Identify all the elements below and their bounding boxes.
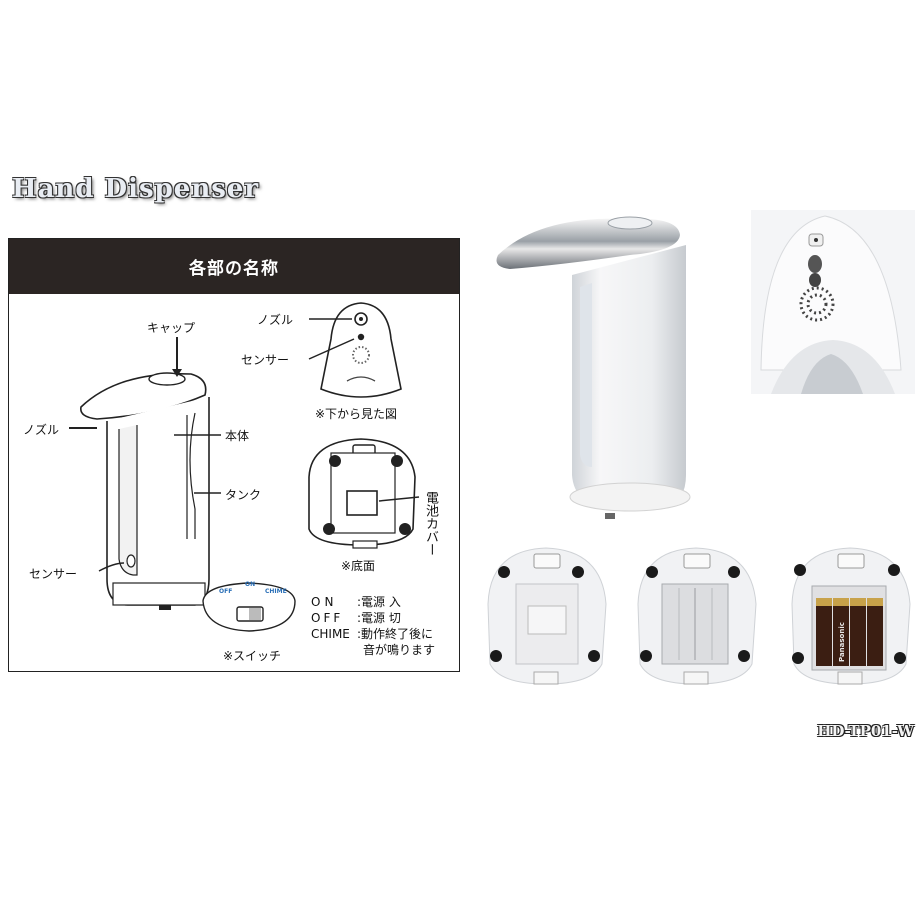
dispenser-photo [496,216,691,519]
switch-mark-off: OFF [219,588,233,595]
spec-row: 音が鳴ります [363,643,436,657]
underside-closeup-photo [751,210,915,394]
switch-mark-on: ON [245,581,256,588]
label-sensor-bottom: センサー [241,353,290,367]
label-body: 本体 [225,429,250,443]
label-cap: キャップ [147,321,196,335]
caption-view-from-below: ※下から見た図 [315,407,398,421]
spec-row: OFF:電源 切 [311,611,401,625]
label-sensor: センサー [29,567,78,581]
product-title: Hand Dispenser [12,174,260,204]
switch-mark-chime: CHIME [265,588,287,595]
battery-brand-text: Panasonic [838,622,846,662]
label-battery-cover: 電池カバー [423,491,438,556]
spec-row: CHIME:動作終了後に [311,627,434,641]
dispenser-line-drawing [69,302,420,632]
label-nozzle: ノズル [23,423,60,437]
caption-base: ※底面 [341,559,376,573]
caption-switch: ※スイッチ [223,649,282,663]
model-number: HD-TP01-W [817,722,914,740]
label-nozzle-bottom: ノズル [257,313,294,327]
parts-diagram-panel: 各部の名称 [8,238,460,672]
base-photo-open [637,547,757,685]
switch-spec-list: ON:電源 入 OFF:電源 切 CHIME:動作終了後に 音が鳴ります [311,594,435,658]
panel-header: 各部の名称 [9,239,459,294]
base-photo-batteries: Panasonic [791,547,911,685]
spec-row: ON:電源 入 [311,595,401,609]
label-tank: タンク [225,488,262,502]
base-photo-closed [487,547,607,685]
